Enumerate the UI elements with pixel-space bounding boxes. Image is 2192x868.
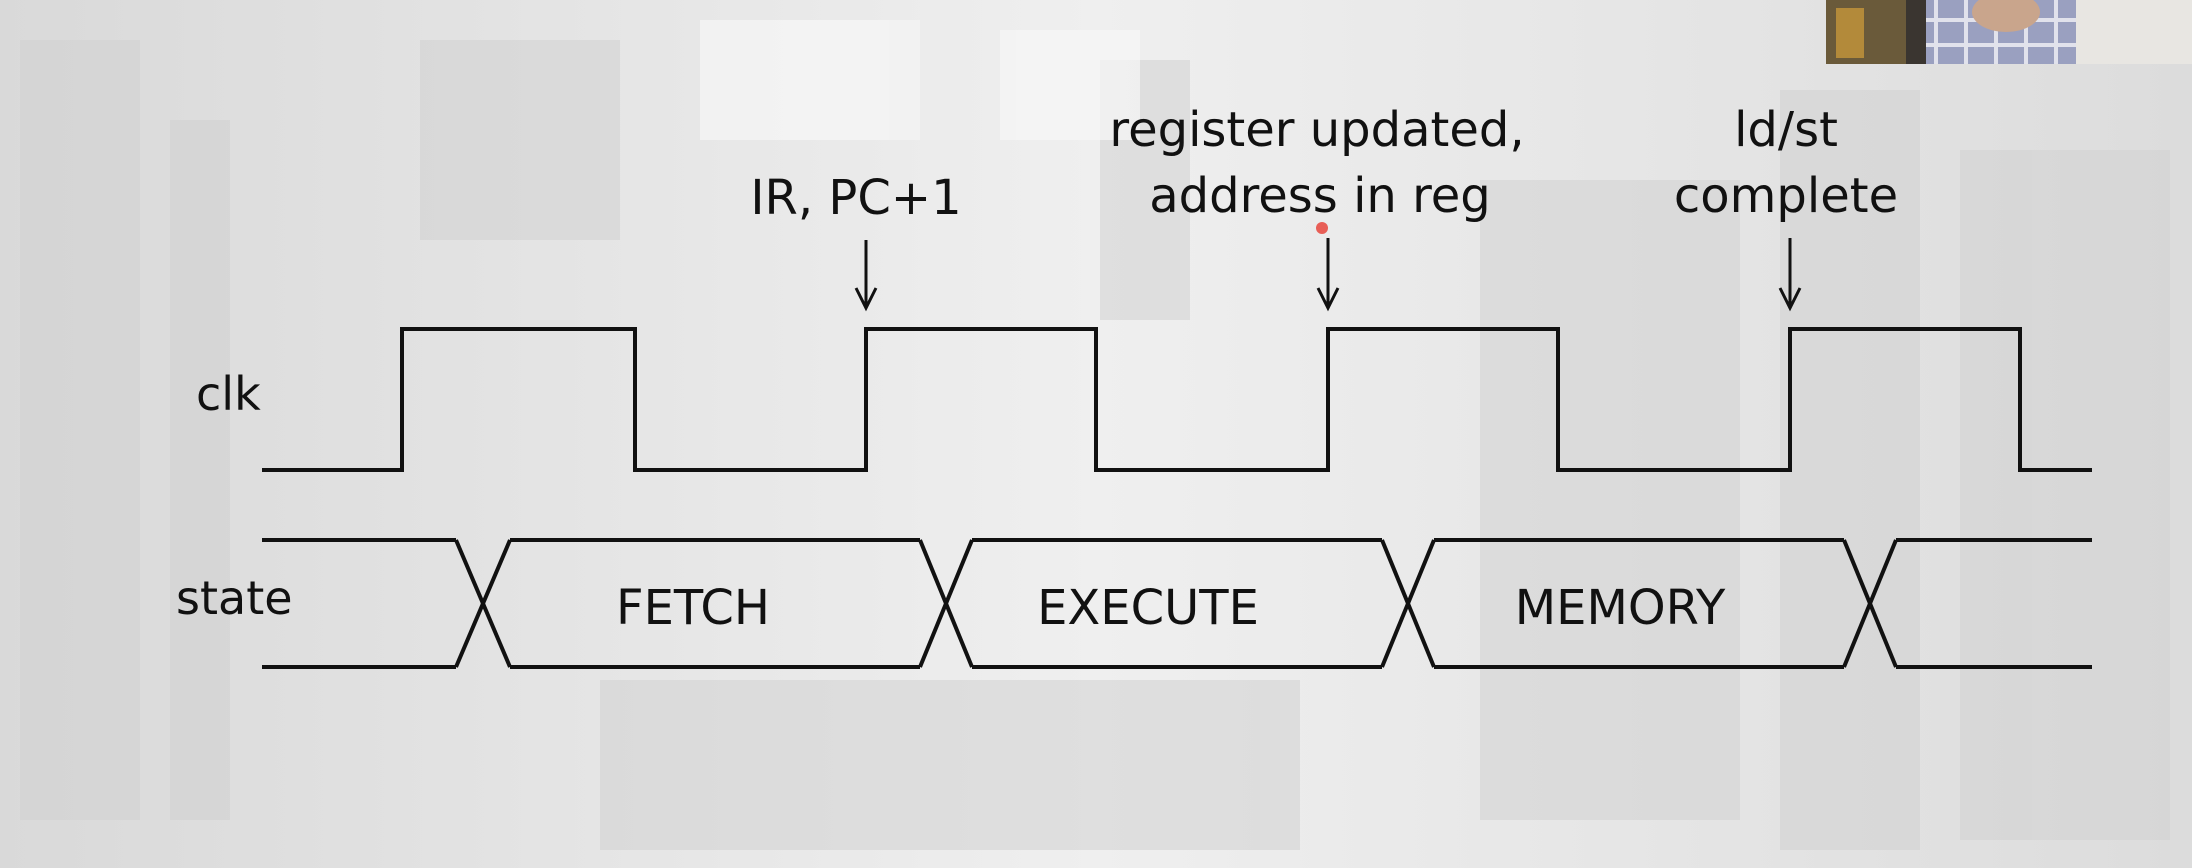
laser-pointer-dot xyxy=(1316,222,1328,234)
webcam-thumbnail xyxy=(1826,0,2192,64)
clock-waveform xyxy=(262,327,2092,472)
arrow-down-icon xyxy=(854,240,878,312)
arrow-down-icon xyxy=(1778,238,1802,312)
state-label: state xyxy=(176,571,293,625)
state-bus-waveform xyxy=(262,538,2092,669)
annotation-address-in-reg: address in reg xyxy=(1149,168,1491,224)
arrow-down-icon xyxy=(1316,238,1340,312)
state-memory: MEMORY xyxy=(1515,580,1726,636)
annotation-ld-st: ld/st xyxy=(1734,102,1838,158)
annotation-register-updated: register updated, xyxy=(1109,102,1524,158)
annotation-ir-pc: IR, PC+1 xyxy=(750,170,961,226)
annotation-complete: complete xyxy=(1674,168,1898,224)
state-execute: EXECUTE xyxy=(1037,580,1259,636)
state-fetch: FETCH xyxy=(616,580,770,636)
clk-label: clk xyxy=(196,367,261,421)
